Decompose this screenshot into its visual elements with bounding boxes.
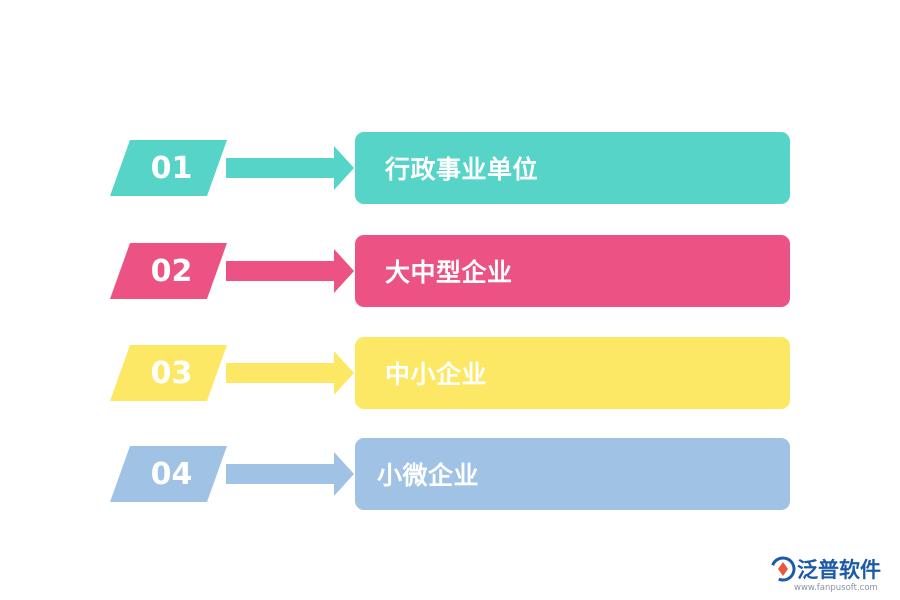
arrow-right-icon <box>226 351 354 395</box>
category-box: 中小企业 <box>355 337 790 409</box>
number-tag: 01 <box>110 140 227 196</box>
number-label: 03 <box>150 355 193 391</box>
category-box: 小微企业 <box>355 438 790 510</box>
arrow-right-icon <box>226 146 354 190</box>
arrow-right-icon <box>226 249 354 293</box>
brand-name: 泛普软件 <box>797 558 881 582</box>
category-label: 行政事业单位 <box>385 155 539 184</box>
list-item: 04 小微企业 <box>0 438 900 510</box>
list-item: 02 大中型企业 <box>0 235 900 307</box>
brand-logo: 泛普软件 www.fanpusoft.com <box>770 552 895 598</box>
category-label: 小微企业 <box>377 461 480 490</box>
number-label: 02 <box>150 253 193 289</box>
category-label: 中小企业 <box>385 360 488 389</box>
list-item: 01 行政事业单位 <box>0 132 900 204</box>
arrow-right-icon <box>226 452 354 496</box>
category-box: 行政事业单位 <box>355 132 790 204</box>
number-tag: 04 <box>110 446 227 502</box>
category-label: 大中型企业 <box>385 258 513 287</box>
number-label: 04 <box>150 456 193 492</box>
fanpu-logo-icon <box>770 556 796 582</box>
list-item: 03 中小企业 <box>0 337 900 409</box>
brand-url: www.fanpusoft.com <box>794 583 878 593</box>
number-label: 01 <box>150 150 193 186</box>
number-tag: 03 <box>110 345 227 401</box>
number-tag: 02 <box>110 243 227 299</box>
category-box: 大中型企业 <box>355 235 790 307</box>
